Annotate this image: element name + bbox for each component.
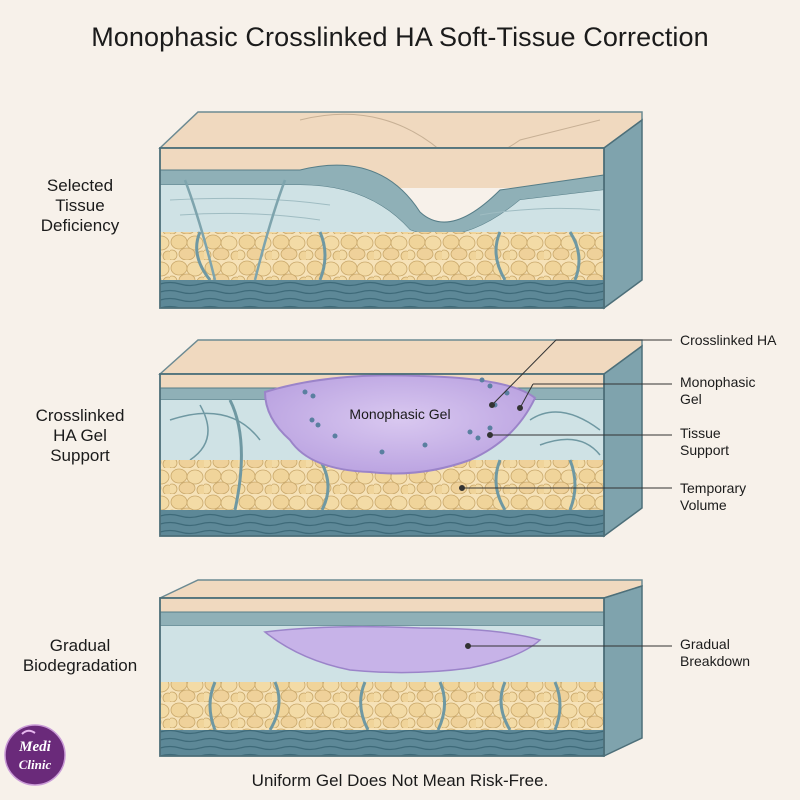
panel-3-tissue-block: [159, 579, 643, 758]
panel-label-gel-support: Crosslinked HA Gel Support: [35, 406, 125, 465]
callout-crosslinked-ha: Crosslinked HA: [680, 332, 777, 348]
panel-label-deficiency: Selected Tissue Deficiency: [40, 176, 120, 235]
callout-line-monophasic-gel: [519, 383, 534, 409]
gel-label: Monophasic Gel: [349, 406, 451, 422]
panel-2-tissue-block: [158, 339, 643, 538]
footer-disclaimer: Uniform Gel Does Not Mean Risk-Free.: [251, 771, 549, 790]
logo-line-1: Medi: [19, 739, 51, 755]
panel-1-tissue-block: [158, 111, 643, 310]
degrading-gel-icon: [263, 625, 542, 674]
callout-temporary-volume: Temporary Volume: [680, 480, 747, 513]
gel-region-icon: [263, 374, 537, 475]
panel-label-biodegradation: Gradual Biodegradation: [22, 636, 138, 675]
page-title: Monophasic Crosslinked HA Soft-Tissue Co…: [91, 22, 709, 52]
callout-line-crosslinked-ha: [491, 339, 557, 406]
callout-monophasic-gel: Monophasic Gel: [680, 374, 756, 407]
logo-line-2: Clinic: [18, 757, 52, 772]
clinic-logo: Medi Clinic: [2, 722, 68, 788]
logo-badge-icon: [4, 724, 66, 786]
callout-gradual-breakdown: Gradual Breakdown: [680, 636, 751, 669]
callout-tissue-support: Tissue Support: [680, 425, 730, 458]
